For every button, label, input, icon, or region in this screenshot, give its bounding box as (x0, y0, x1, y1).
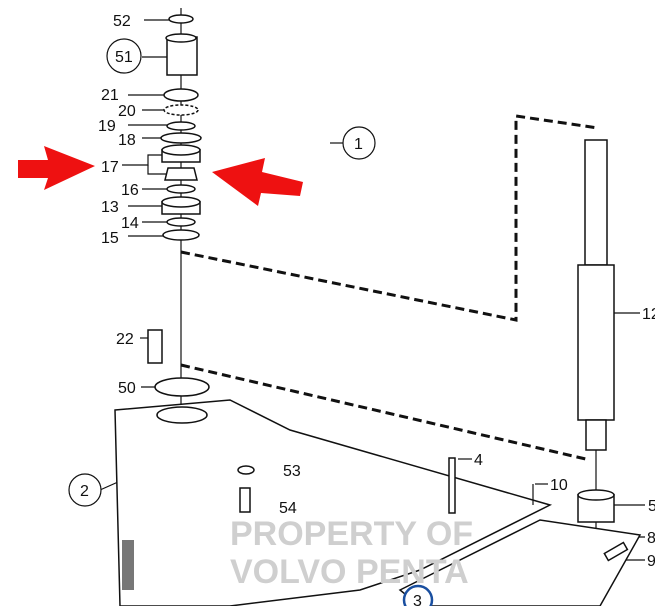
gear-housing (114, 399, 642, 606)
red-arrow-right (212, 158, 303, 206)
label-54: 54 (279, 500, 297, 517)
label-18: 18 (118, 132, 136, 149)
part-14-ring (166, 217, 196, 227)
dashed-boundary-upper (180, 114, 599, 322)
part-54-screw (239, 487, 251, 513)
part-52-ring (168, 14, 194, 24)
label-20: 20 (118, 103, 136, 120)
part-4-bolt (448, 457, 456, 514)
part-9-plate (603, 541, 629, 562)
label-53: 53 (283, 463, 301, 480)
label-52: 52 (113, 13, 131, 30)
callout-circle-3 (402, 584, 434, 606)
red-arrow-left (18, 146, 95, 190)
part-17-cone (164, 167, 198, 181)
part-50-oring (154, 377, 210, 397)
label-5: 5 (648, 498, 655, 515)
part-51-top (165, 33, 197, 43)
part-13-top (161, 196, 201, 208)
label-17: 17 (101, 159, 119, 176)
part-15-ring (162, 229, 200, 241)
part-53-washer (237, 465, 255, 475)
label-15: 15 (101, 230, 119, 247)
label-12: 12 (642, 306, 655, 323)
part-16-ring (166, 184, 196, 194)
watermark: PROPERTY OF VOLVO PENTA (230, 515, 474, 591)
part-19-ring (166, 121, 196, 131)
part-22-pin (147, 329, 163, 364)
callout-circle-2 (68, 473, 102, 507)
label-13: 13 (101, 199, 119, 216)
label-4: 4 (474, 452, 483, 469)
part-5-top (577, 489, 615, 501)
part-17-cup-top (161, 144, 201, 156)
label-9: 9 (647, 553, 655, 570)
label-19: 19 (98, 118, 116, 135)
label-16: 16 (121, 182, 139, 199)
part-20-lockwasher (163, 104, 199, 116)
label-8: 8 (647, 530, 655, 547)
part-21-nut (163, 88, 199, 102)
label-22: 22 (116, 331, 134, 348)
part-51-bushing (166, 36, 198, 76)
label-51: 51 (115, 49, 133, 66)
callout-circle-1 (342, 126, 376, 160)
label-14: 14 (121, 215, 139, 232)
callout-2: 2 (80, 483, 89, 500)
label-10: 10 (550, 477, 568, 494)
label-50: 50 (118, 380, 136, 397)
label-21: 21 (101, 87, 119, 104)
callout-1: 1 (354, 136, 363, 153)
callout-3: 3 (413, 593, 422, 606)
part-18-shim (160, 132, 202, 144)
callout-circle-51 (106, 38, 142, 74)
